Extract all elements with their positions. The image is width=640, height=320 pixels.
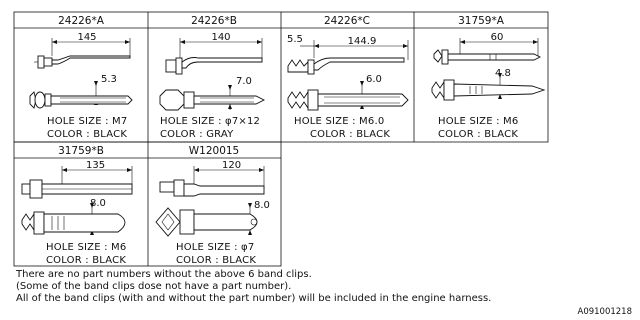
panel-3-hole-size: HOLE SIZE : M6.0 [294,116,384,127]
panel-3-part-number: 24226*C [324,15,370,27]
note-line-3: All of the band clips (with and without … [16,293,491,304]
panel-1-clip-side-view [29,91,133,109]
reference-code: A091001218 [578,307,633,317]
panel-4-clip-side-view [431,79,546,101]
panel-6-hole-size: HOLE SIZE : φ7 [176,242,254,253]
panel-5-hole-size: HOLE SIZE : M6 [46,242,126,253]
panel-6-clip-top-view [159,179,265,197]
panel-1-part-number: 24226*A [58,15,105,27]
panel-3-clip-top-view [287,57,405,75]
panel-1-drawing: 145 5.3 HOLE SIZE : M7 COLOR : BLACK [29,32,133,140]
panel-5-part-number: 31759*B [58,145,104,157]
panel-3-length-dim: 144.9 [348,36,377,47]
panel-4-width-dim: 4.8 [495,68,511,79]
panel-2-width-dim: 7.0 [236,76,252,87]
panel-3-offset-dim: 5.5 [287,34,303,45]
panel-4-drawing: 60 4.8 HOLE SIZE : M6 COLOR : BLACK [431,32,546,140]
panel-5-width-dim: 8.0 [90,198,106,209]
panel-6-part-number: W120015 [189,145,239,157]
panel-3-color: COLOR : BLACK [310,129,390,140]
panel-5-clip-side-view [21,211,126,235]
panel-6-clip-side-view [155,207,258,237]
panel-2-hole-size: HOLE SIZE : φ7×12 [160,116,260,127]
panel-6-drawing: 120 8.0 HOLE SIZE : φ7 COLOR : BLACK [155,160,270,266]
panel-2-part-number: 24226*B [191,15,237,27]
panel-5-color: COLOR : BLACK [46,255,126,266]
panel-3-drawing: 5.5 144.9 6.0 HOLE SIZE : M6.0 COLOR : B… [287,34,409,140]
panel-1-length-dim: 145 [77,32,96,43]
panel-1-width-dim: 5.3 [101,74,117,85]
panel-2-color: COLOR : GRAY [160,129,234,140]
note-line-2: (Some of the band clips dose not have a … [16,281,291,292]
panel-2-clip-side-view [159,89,266,111]
panel-3-clip-side-view [287,89,409,111]
panel-4-clip-top-view [433,49,542,65]
panel-1-clip-top-view [34,55,131,69]
panel-2-drawing: 140 7.0 HOLE SIZE : φ7×12 COLOR : GRAY [159,32,266,140]
panel-4-part-number: 31759*A [458,15,505,27]
panel-4-hole-size: HOLE SIZE : M6 [438,116,518,127]
panel-1-hole-size: HOLE SIZE : M7 [47,116,127,127]
note-line-1: There are no part numbers without the ab… [15,269,312,280]
panel-5-length-dim: 135 [86,160,105,171]
panel-2-length-dim: 140 [211,32,230,43]
panel-5-clip-top-view [21,179,133,199]
grid-frame [13,11,549,267]
panel-6-length-dim: 120 [222,160,241,171]
panel-4-length-dim: 60 [491,32,504,43]
panel-6-width-dim: 8.0 [254,200,270,211]
panel-2-clip-top-view [165,57,263,75]
panel-1-color: COLOR : BLACK [47,129,127,140]
panel-6-color: COLOR : BLACK [176,255,256,266]
panel-3-width-dim: 6.0 [366,74,382,85]
panel-5-drawing: 135 8.0 HOLE SIZE : M6 COLOR : BLACK [21,160,133,266]
panel-4-color: COLOR : BLACK [438,129,518,140]
